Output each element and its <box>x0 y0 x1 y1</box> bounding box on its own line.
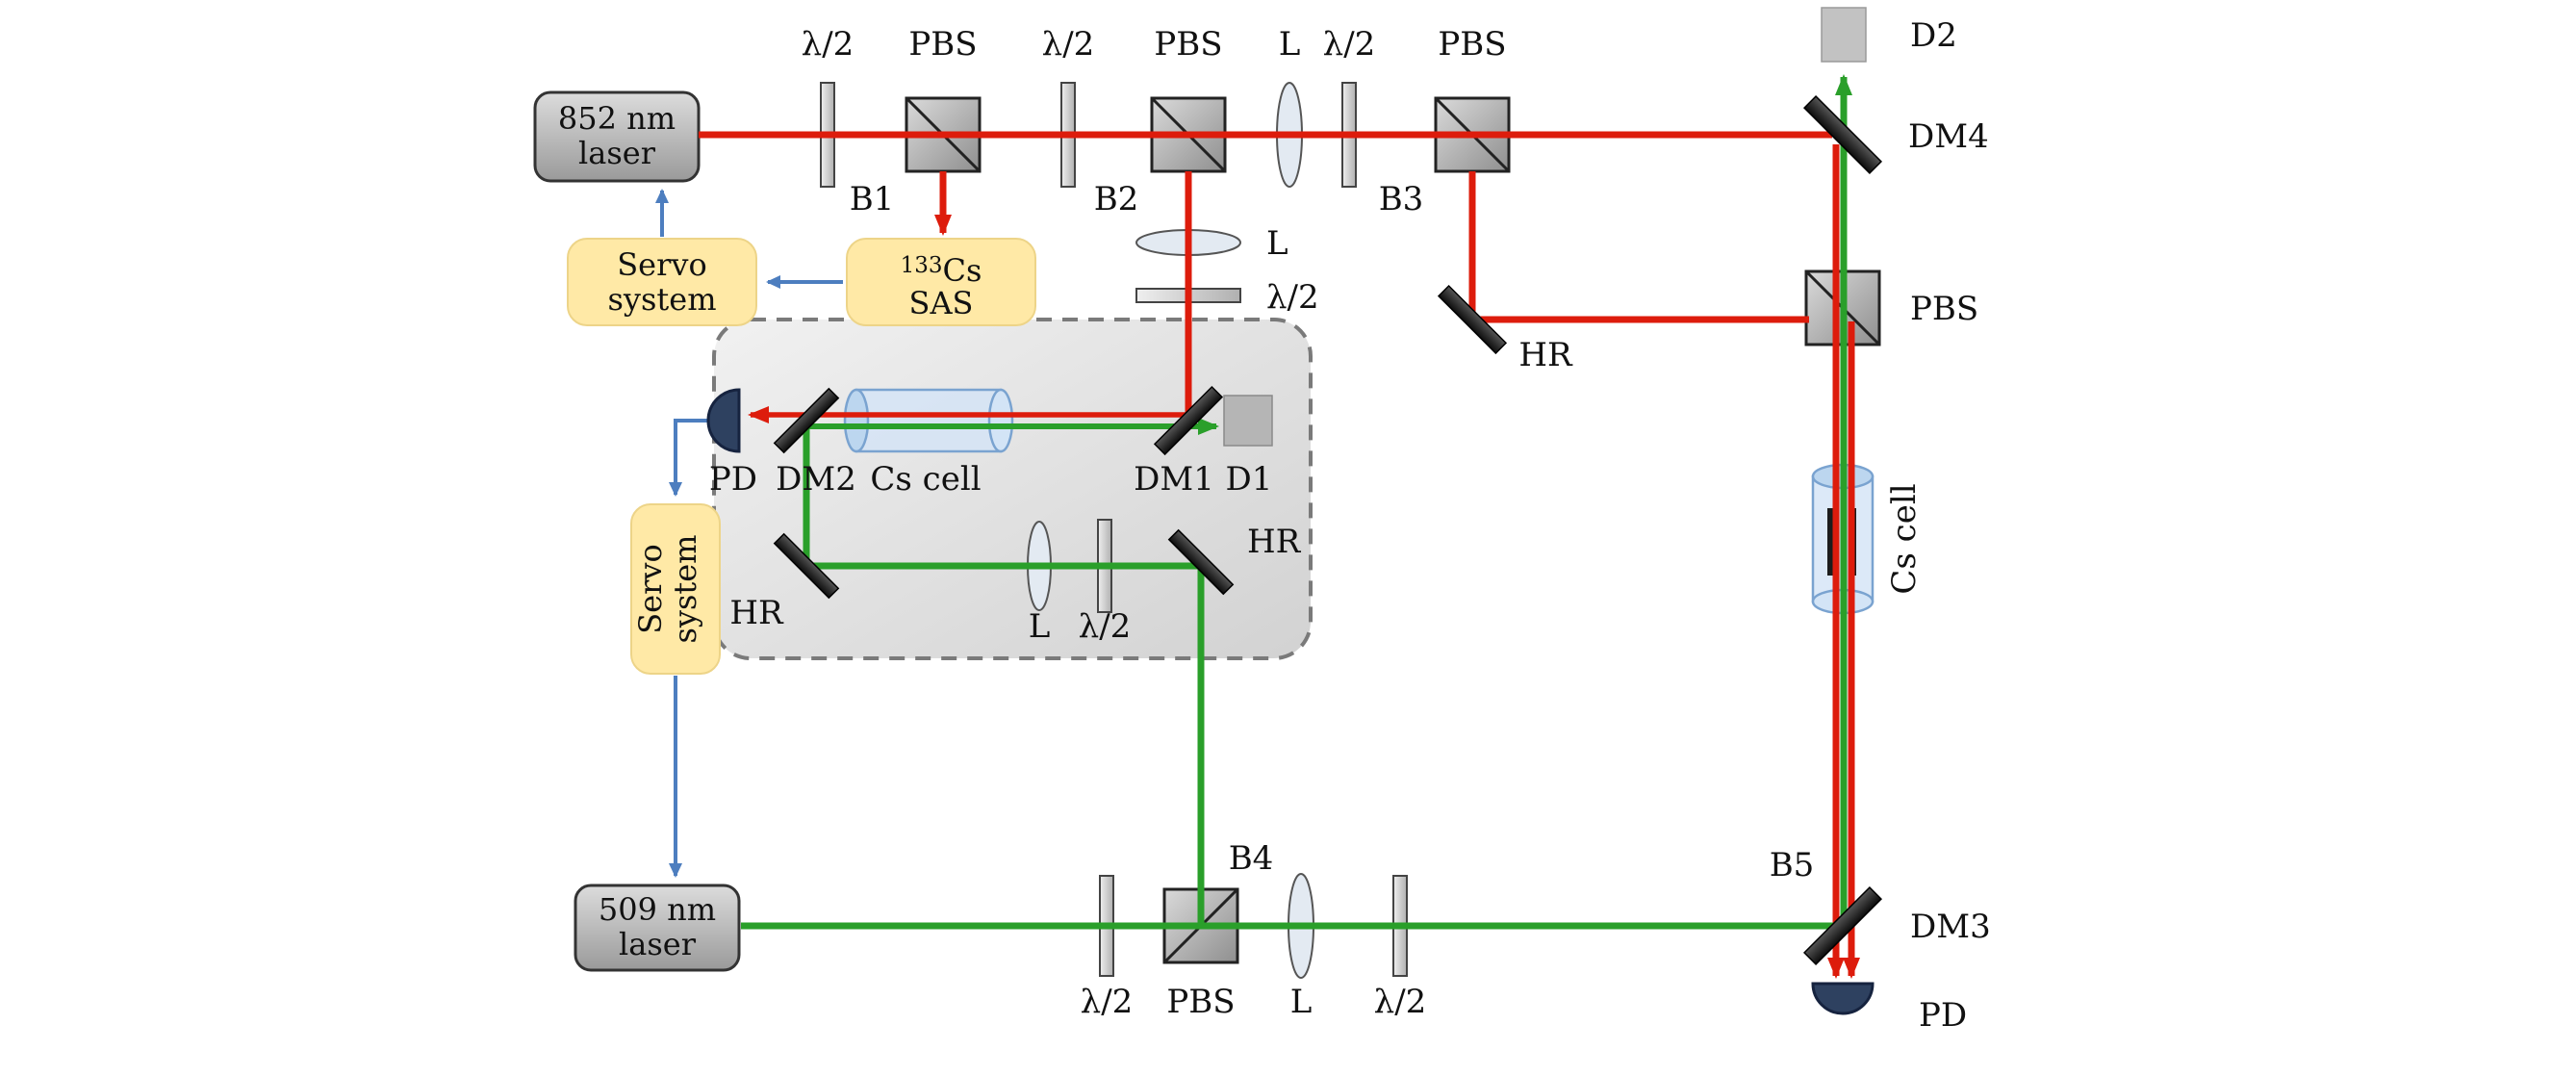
label-b1: B1 <box>850 180 895 218</box>
blue-line-pd-to-servo2 <box>669 419 712 497</box>
label-lens-top: L <box>1279 25 1301 64</box>
label-dm3: DM3 <box>1910 908 1991 946</box>
servo2-label-line1: Servo <box>632 544 669 634</box>
laser-509-box <box>574 884 741 972</box>
laser-852-label-line2: laser <box>578 135 656 171</box>
label-pd-bottom: PD <box>1919 996 1967 1035</box>
label-lens-box: L <box>1029 607 1051 646</box>
label-cs-cell-vertical: Cs cell <box>1885 483 1924 594</box>
label-hwp-box: λ/2 <box>1079 607 1132 646</box>
label-dm1: DM1 <box>1134 460 1214 499</box>
cs-cell-horizontal <box>843 388 1014 453</box>
label-d2: D2 <box>1910 16 1957 55</box>
label-hwp-top-3: λ/2 <box>1323 25 1376 64</box>
label-b3: B3 <box>1379 180 1424 218</box>
sas-label-line1: 133Cs <box>901 252 982 289</box>
label-d1: D1 <box>1226 460 1273 499</box>
laser-509-label-line2: laser <box>619 926 697 962</box>
label-hwp-bottom-1: λ/2 <box>1081 983 1134 1021</box>
servo1-label-line1: Servo <box>617 246 707 283</box>
label-dm4: DM4 <box>1908 117 1989 156</box>
label-pbs-top-1: PBS <box>908 25 977 64</box>
label-pbs-bottom: PBS <box>1166 983 1235 1021</box>
servo2-label-line2: system <box>667 534 703 643</box>
label-lens-bottom: L <box>1290 983 1313 1021</box>
servo-system-1-box <box>567 238 757 326</box>
photodetector-bottom <box>1811 982 1875 1015</box>
detector-d2 <box>1821 7 1867 63</box>
hr-mirror-box-left <box>773 532 840 600</box>
label-hwp-bottom-2: λ/2 <box>1374 983 1427 1021</box>
label-dm2: DM2 <box>776 460 856 499</box>
label-hwp-top-2: λ/2 <box>1042 25 1095 64</box>
hr-mirror-top <box>1437 284 1508 355</box>
laser-509-label-line1: 509 nm <box>599 891 716 928</box>
label-hr-top: HR <box>1518 336 1573 374</box>
label-hwp-mid: λ/2 <box>1266 278 1319 317</box>
label-b4: B4 <box>1229 839 1274 878</box>
dm1-mirror <box>1153 385 1224 456</box>
label-hwp-top-1: λ/2 <box>802 25 854 64</box>
photodetector-left <box>706 388 741 453</box>
label-b2: B2 <box>1094 180 1139 218</box>
sas-box <box>846 238 1036 326</box>
sas-label-line2: SAS <box>909 285 974 321</box>
dm2-mirror <box>773 387 840 454</box>
label-pbs-top-3: PBS <box>1438 25 1506 64</box>
servo1-label-line2: system <box>607 281 716 318</box>
label-cs-cell-horizontal: Cs cell <box>870 460 981 499</box>
label-hr-box-left: HR <box>729 594 784 632</box>
label-b5: B5 <box>1770 846 1815 884</box>
label-pbs-top-2: PBS <box>1154 25 1222 64</box>
laser-852-label-line1: 852 nm <box>558 100 676 137</box>
servo-system-2-box <box>630 503 721 675</box>
label-hr-box-right: HR <box>1247 523 1302 561</box>
label-pbs-right: PBS <box>1910 290 1978 328</box>
detector-d1 <box>1223 395 1273 447</box>
dm4-mirror <box>1802 94 1883 175</box>
label-lens-mid: L <box>1266 224 1288 263</box>
label-pd-left: PD <box>709 460 757 499</box>
hr-mirror-box-right <box>1167 528 1235 596</box>
dm3-mirror <box>1802 885 1883 966</box>
